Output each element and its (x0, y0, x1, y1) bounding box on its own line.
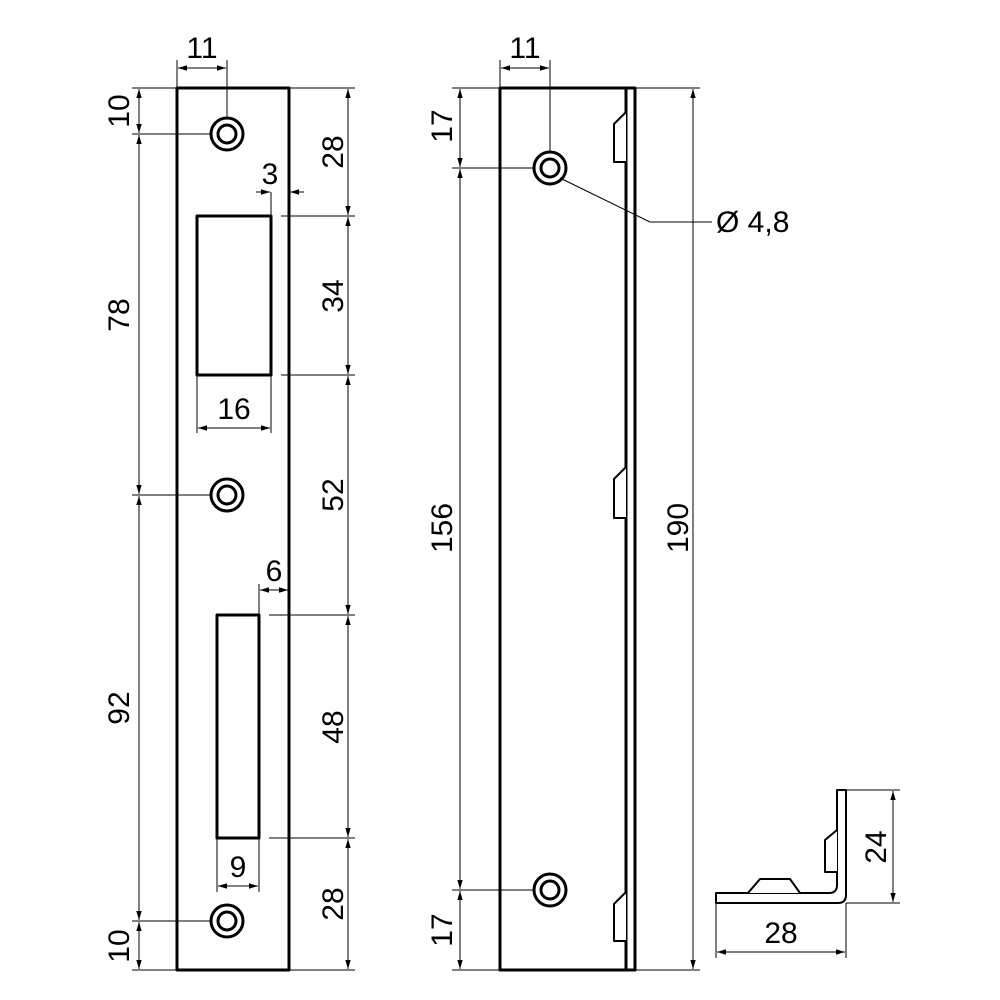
dim-label: 11 (509, 32, 540, 65)
side-view: 11 Ø 4,8 17 156 17 190 (426, 32, 789, 972)
screw-hole-bottom (209, 903, 245, 939)
dim-label: 28 (317, 887, 350, 920)
dim-label: 9 (230, 851, 247, 884)
screw-hole-side-top (532, 150, 568, 186)
dim-front-bolt-edge: 6 (258, 555, 290, 615)
bolt-opening (215, 613, 261, 840)
section-view: 24 28 (715, 789, 900, 958)
dim-front-right-chain: 28 34 52 48 28 (269, 87, 355, 971)
side-plate-outline (498, 86, 637, 972)
angle-profile (715, 789, 847, 904)
dim-side-total-length: 190 (635, 87, 700, 971)
dim-label: 92 (103, 691, 136, 724)
front-view: 11 10 78 92 10 (103, 32, 355, 972)
dim-label: 10 (103, 94, 136, 127)
dim-front-latch-edge: 3 (256, 88, 304, 216)
screw-hole-top (209, 116, 245, 152)
dim-label: 28 (317, 135, 350, 168)
dim-label: 24 (860, 830, 893, 863)
screw-hole-side-bottom (532, 872, 568, 908)
dim-label: 17 (426, 913, 459, 946)
dim-side-left-chain: 17 156 17 (426, 87, 534, 971)
dim-front-hole-offset: 11 (176, 32, 228, 118)
dim-label: 34 (317, 279, 350, 312)
dim-label: 3 (262, 158, 279, 191)
dim-label: 11 (186, 32, 217, 65)
dim-label: 78 (103, 298, 136, 331)
dim-label: 16 (217, 393, 250, 426)
dim-label: 10 (103, 929, 136, 962)
base-tab (747, 878, 801, 894)
flange-tab (824, 829, 838, 873)
dim-label: 6 (266, 555, 283, 588)
latch-opening (195, 214, 273, 377)
dim-section-base-width: 28 (715, 903, 847, 958)
dim-front-latch-width: 16 (196, 375, 272, 433)
edge-tab-middle (613, 466, 627, 519)
dim-front-left-chain: 10 78 92 10 (103, 87, 211, 971)
dim-side-hole-diameter: Ø 4,8 (559, 177, 789, 239)
dim-label: 156 (426, 503, 459, 553)
edge-tab-top (613, 111, 627, 163)
dim-label: 28 (764, 917, 797, 950)
dim-label: 48 (317, 710, 350, 743)
dim-front-bolt-width: 9 (216, 838, 260, 892)
dim-label: 17 (426, 109, 459, 142)
dim-section-flange-height: 24 (846, 789, 900, 904)
dim-label: Ø 4,8 (716, 206, 789, 239)
dim-label: 52 (317, 478, 350, 511)
screw-hole-middle (209, 477, 245, 513)
edge-tab-bottom (613, 891, 627, 942)
dim-side-hole-offset: 11 (499, 32, 551, 152)
dim-label: 190 (662, 503, 695, 553)
